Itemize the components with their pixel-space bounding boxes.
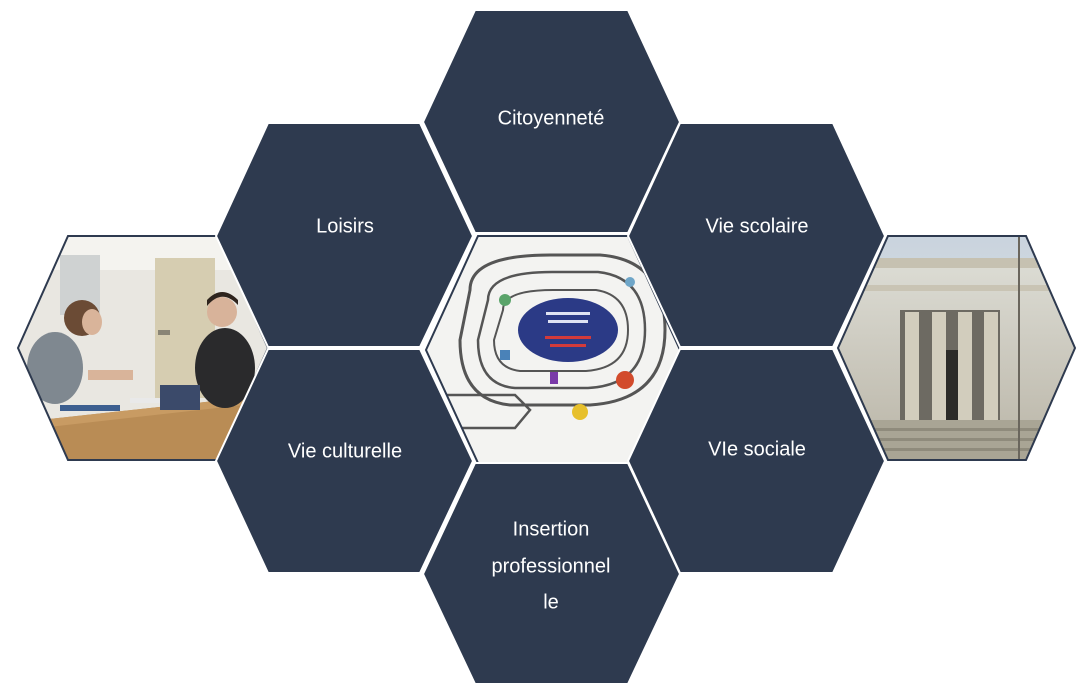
hex-citoyennete: Citoyenneté — [421, 9, 682, 234]
hex-vie-scolaire: Vie scolaire — [626, 122, 887, 348]
hex-loisirs: Loisirs — [214, 122, 475, 348]
hex-label: Citoyenneté — [498, 107, 605, 129]
photo-drawn-board — [424, 235, 682, 464]
hex-label-line-2: professionnel — [492, 555, 611, 577]
hex-insertion-professionnelle: Insertion professionnel le — [421, 462, 682, 684]
hex-label: VIe sociale — [708, 438, 806, 460]
hex-vie-sociale: VIe sociale — [626, 348, 887, 574]
hex-label-line-3: le — [543, 591, 559, 613]
hexagon-shape — [214, 122, 475, 348]
hexagon-shape — [421, 462, 682, 684]
hex-label-line-1: Insertion — [513, 518, 590, 540]
hexagon-shape — [421, 9, 682, 234]
hex-label: Loisirs — [316, 215, 374, 237]
hex-label: Vie scolaire — [705, 215, 808, 237]
photo-building-facade — [836, 235, 1077, 461]
hex-label: Vie culturelle — [288, 440, 402, 462]
hexagon-shape — [626, 122, 887, 348]
hex-vie-culturelle: Vie culturelle — [214, 348, 475, 574]
hexagon-shape — [214, 348, 475, 574]
hexagon-shape — [626, 348, 887, 574]
